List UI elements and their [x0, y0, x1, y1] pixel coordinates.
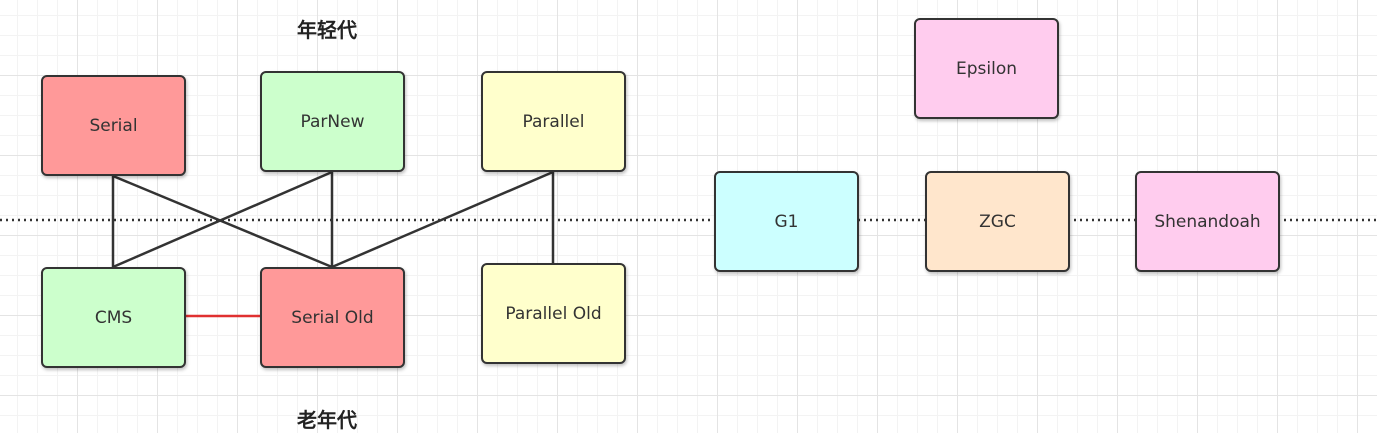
node-zgc[interactable]: ZGC — [925, 171, 1070, 272]
node-cms[interactable]: CMS — [41, 267, 186, 368]
node-serial[interactable]: Serial — [41, 75, 186, 176]
young-generation-label: 年轻代 — [297, 18, 357, 42]
node-parnew[interactable]: ParNew — [260, 71, 405, 172]
node-parallel-old[interactable]: Parallel Old — [481, 263, 626, 364]
node-epsilon[interactable]: Epsilon — [914, 18, 1059, 119]
node-shenandoah[interactable]: Shenandoah — [1135, 171, 1280, 272]
node-g1[interactable]: G1 — [714, 171, 859, 272]
old-generation-label: 老年代 — [297, 408, 357, 432]
edge-parallel-serial-old — [331, 170, 554, 269]
node-serial-old[interactable]: Serial Old — [260, 267, 405, 368]
edge-serial-serial-old — [112, 174, 333, 269]
node-parallel[interactable]: Parallel — [481, 71, 626, 172]
edge-parnew-cms — [112, 170, 333, 269]
